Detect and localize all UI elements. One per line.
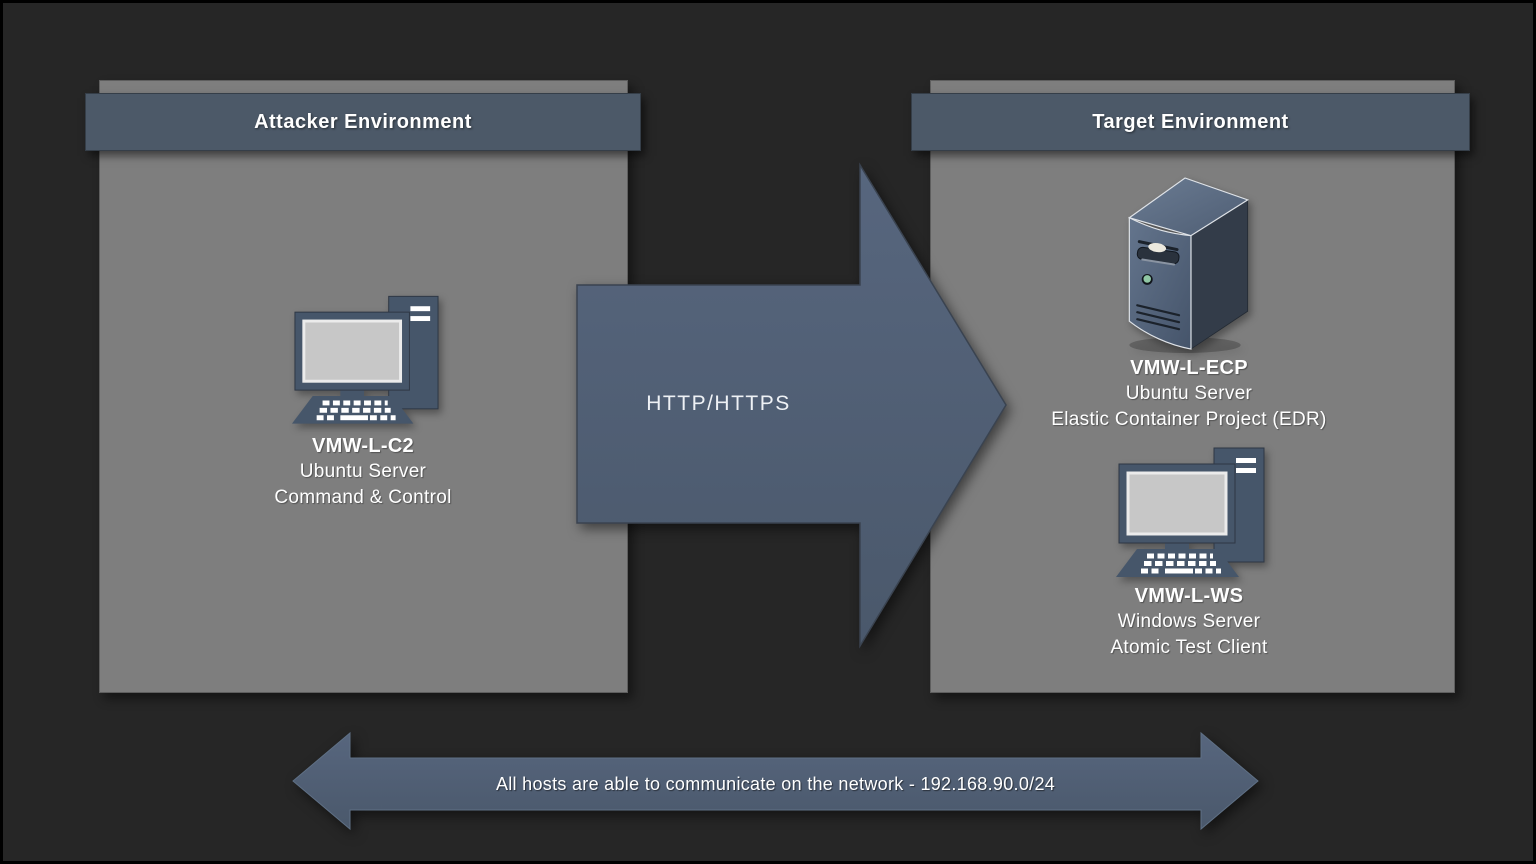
host-os: Windows Server <box>1117 611 1261 632</box>
desktop-computer-icon <box>1116 447 1265 577</box>
host-role: Command & Control <box>274 487 452 508</box>
host-name: VMW-L-ECP <box>1130 357 1248 379</box>
attacker-host-label: VMW-L-C2 Ubuntu Server Command & Control <box>163 433 563 511</box>
target-workstation-label: VMW-L-WS Windows Server Atomic Test Clie… <box>989 583 1389 661</box>
desktop-computer-icon <box>291 295 439 424</box>
network-bidirectional-arrow <box>292 731 1259 831</box>
host-os: Ubuntu Server <box>299 461 427 482</box>
target-server-label: VMW-L-ECP Ubuntu Server Elastic Containe… <box>989 355 1389 433</box>
host-role: Elastic Container Project (EDR) <box>1051 409 1327 430</box>
server-tower-icon <box>1127 177 1250 354</box>
host-name: VMW-L-C2 <box>312 435 414 457</box>
target-server-icon-box <box>1123 174 1253 355</box>
host-role: Atomic Test Client <box>1110 637 1268 658</box>
target-workstation-icon-box <box>1115 446 1267 580</box>
attacker-environment-banner: Attacker Environment <box>85 93 641 151</box>
host-os: Ubuntu Server <box>1125 383 1253 404</box>
attacker-host-icon-box <box>291 294 441 427</box>
target-environment-title: Target Environment <box>1092 110 1289 133</box>
host-name: VMW-L-WS <box>1134 585 1244 607</box>
target-environment-banner: Target Environment <box>911 93 1470 151</box>
http-flow-arrow <box>576 162 1007 649</box>
attacker-environment-title: Attacker Environment <box>254 110 472 133</box>
